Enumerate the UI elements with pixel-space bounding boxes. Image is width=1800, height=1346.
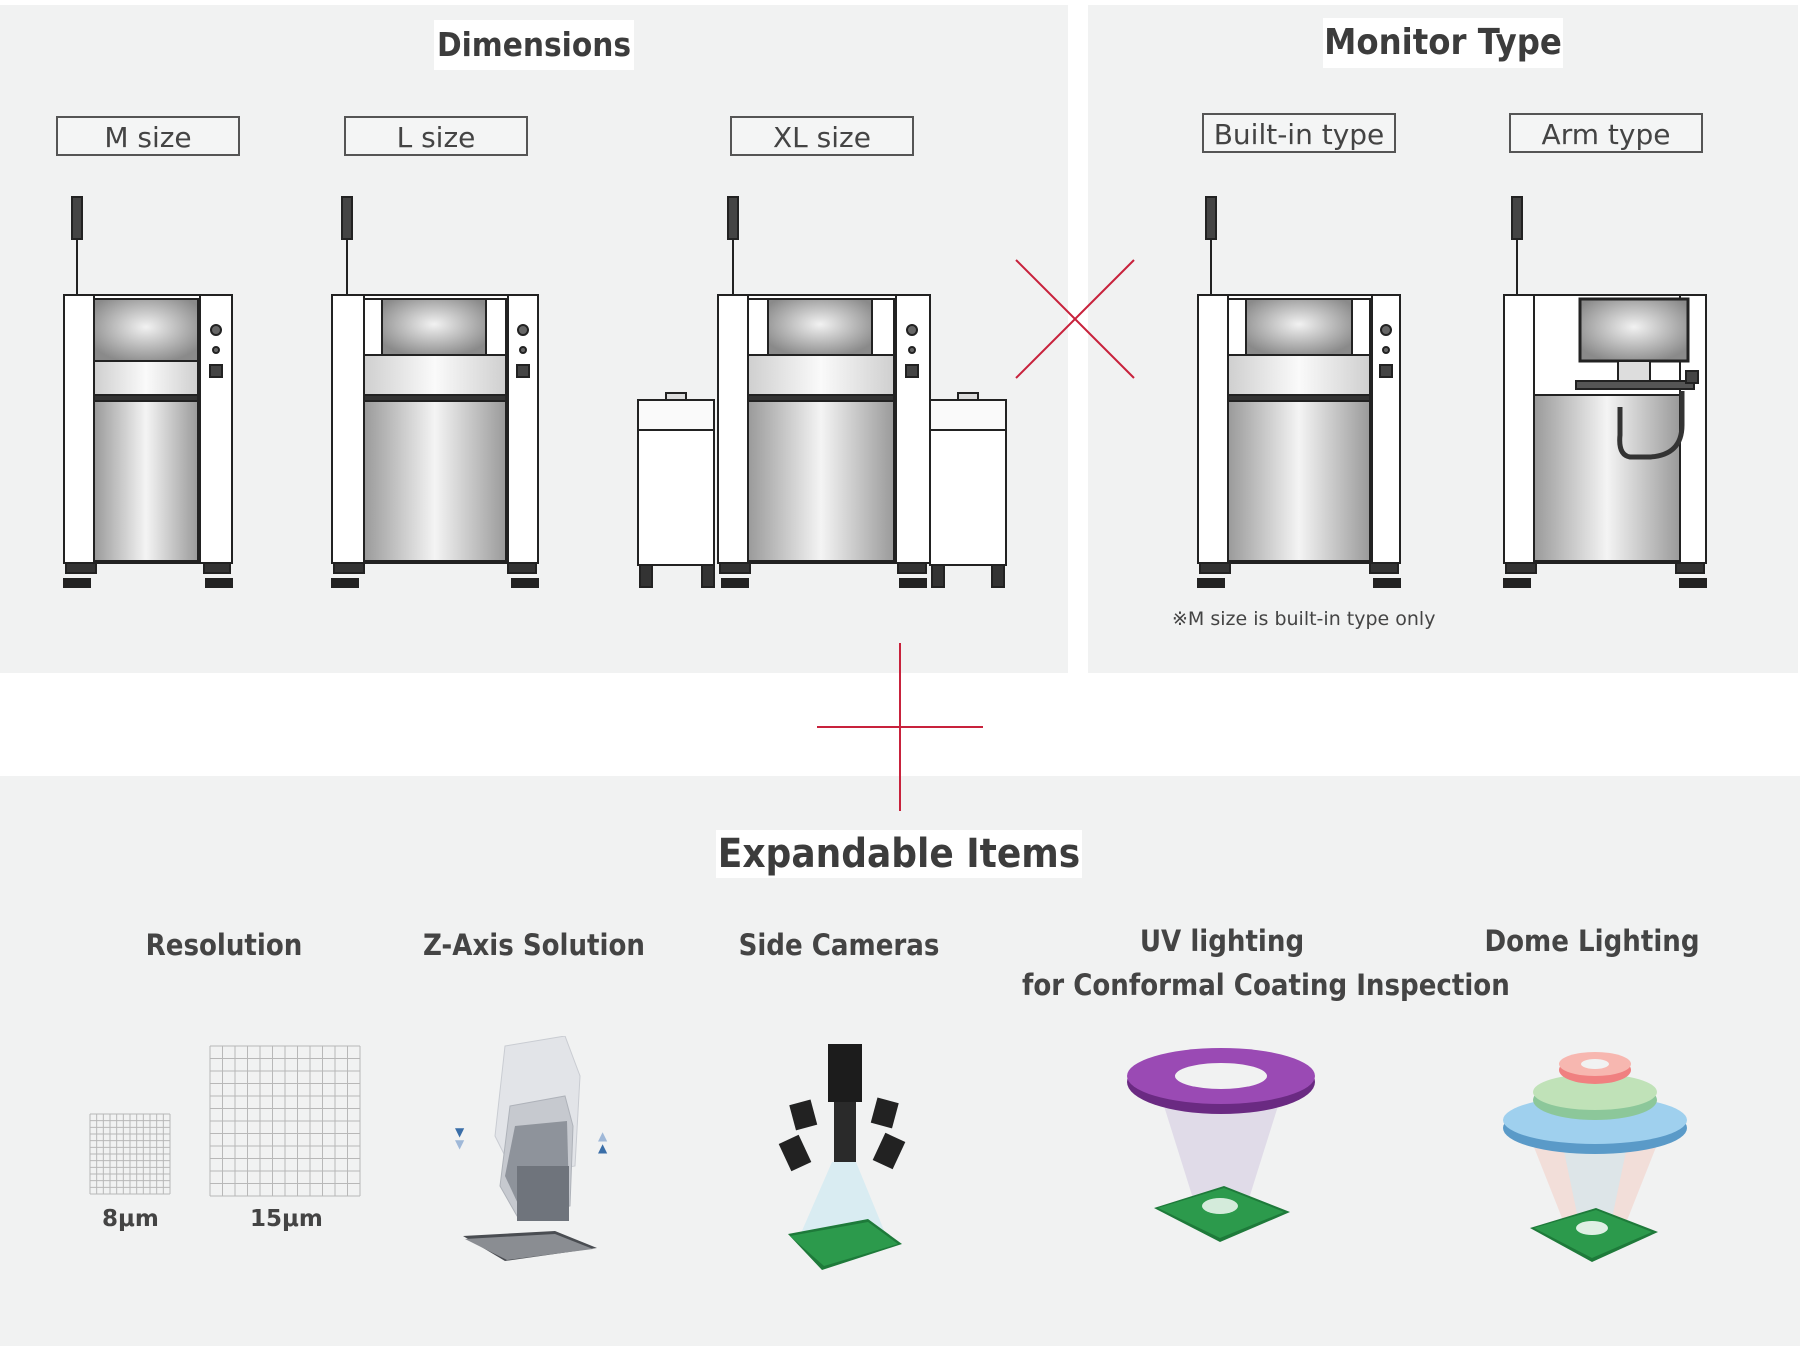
svg-text:▲: ▲ — [598, 1141, 608, 1155]
monitor-label-arm: Arm type — [1509, 113, 1703, 153]
side-cameras-illustration — [778, 1044, 906, 1270]
item-label-z-axis: Z-Axis Solution — [423, 928, 645, 962]
dome-lighting-illustration — [1503, 1052, 1687, 1262]
multiply-symbol — [1015, 259, 1135, 379]
item-label-uv-lighting: UV lighting — [1139, 924, 1305, 958]
resolution-grid-15um — [209, 1045, 361, 1197]
dimensions-title: Dimensions — [434, 20, 634, 70]
plus-symbol — [817, 643, 983, 811]
machine-m-size — [63, 196, 233, 588]
svg-text:▲: ▲ — [598, 1129, 608, 1143]
machine-built-in-type — [1197, 196, 1401, 588]
machine-l-size — [331, 196, 539, 588]
item-label-resolution: Resolution — [145, 928, 303, 962]
z-axis-camera-illustration: ▼ ▼ ▲ ▲ — [455, 1036, 608, 1261]
uv-lighting-illustration — [1127, 1048, 1315, 1242]
machine-xl-size — [637, 196, 1007, 588]
size-label-m: M size — [56, 116, 240, 156]
item-label-uv-lighting-line2: for Conformal Coating Inspection — [1022, 968, 1510, 1002]
resolution-label-8um: 8μm — [102, 1206, 159, 1232]
resolution-grid-8um — [89, 1113, 171, 1195]
expandable-items-title: Expandable Items — [716, 830, 1082, 878]
item-label-dome-lighting: Dome Lighting — [1484, 924, 1700, 958]
monitor-type-note: ※M size is built-in type only — [1172, 608, 1436, 630]
resolution-label-15um: 15μm — [250, 1206, 323, 1232]
monitor-label-built-in: Built-in type — [1202, 113, 1396, 153]
item-label-side-cameras: Side Cameras — [738, 928, 940, 962]
monitor-type-title: Monitor Type — [1323, 18, 1563, 68]
svg-text:▼: ▼ — [455, 1125, 465, 1139]
svg-text:▼: ▼ — [455, 1137, 465, 1151]
size-label-xl: XL size — [730, 116, 914, 156]
machine-arm-type — [1503, 196, 1707, 588]
size-label-l: L size — [344, 116, 528, 156]
